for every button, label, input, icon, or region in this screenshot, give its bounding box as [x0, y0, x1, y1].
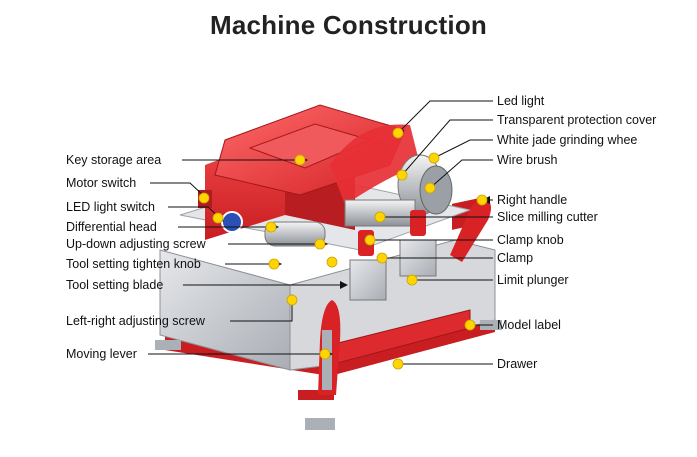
right-clamp-knob-red — [410, 210, 426, 236]
label-led-light-switch: LED light switch — [66, 200, 155, 214]
labels-right: Led light Transparent protection cover W… — [497, 94, 656, 371]
marker-right-handle — [476, 194, 488, 206]
marker-up-down-screw — [314, 238, 326, 250]
marker-milling-cutter — [374, 211, 386, 223]
marker-model-label — [464, 319, 476, 331]
foot-front-plate — [305, 418, 335, 430]
foot-left — [155, 340, 181, 350]
right-handle-shape — [450, 198, 491, 262]
marker-tighten-knob — [268, 258, 280, 270]
label-motor-switch: Motor switch — [66, 176, 136, 190]
labels-left: Key storage area Motor switch LED light … — [66, 153, 207, 361]
label-tool-setting-blade: Tool setting blade — [66, 278, 163, 292]
diagram-title: Machine Construction — [209, 10, 487, 40]
label-up-down-adjusting-screw: Up-down adjusting screw — [66, 237, 207, 251]
marker-key-storage — [294, 154, 306, 166]
label-clamp-knob: Clamp knob — [497, 233, 564, 247]
marker-drawer — [392, 358, 404, 370]
differential-head-body — [264, 221, 326, 247]
label-right-handle: Right handle — [497, 193, 567, 207]
marker-led-switch — [212, 212, 224, 224]
marker-led-light — [392, 127, 404, 139]
left-clamp — [349, 259, 387, 301]
label-slice-milling-cutter: Slice milling cutter — [497, 210, 598, 224]
moving-lever-rod — [322, 330, 332, 390]
label-wire-brush: Wire brush — [497, 153, 557, 167]
marker-protection-cover — [396, 169, 408, 181]
wire-brush — [419, 165, 453, 215]
label-transparent-protection-cover: Transparent protection cover — [497, 113, 656, 127]
foot-front-left — [298, 390, 334, 400]
markers — [198, 127, 488, 370]
label-clamp: Clamp — [497, 251, 533, 265]
callouts-right — [370, 100, 493, 365]
base-trim — [165, 318, 495, 376]
label-tool-setting-tighten-knob: Tool setting tighten knob — [66, 257, 201, 271]
label-white-jade-grinding-wheel: White jade grinding whee — [497, 133, 637, 147]
label-key-storage-area: Key storage area — [66, 153, 161, 167]
marker-left-right-screw — [286, 294, 298, 306]
label-differential-head: Differential head — [66, 220, 157, 234]
marker-tool-blade — [326, 256, 338, 268]
label-moving-lever: Moving lever — [66, 347, 137, 361]
label-limit-plunger: Limit plunger — [497, 273, 569, 287]
led-switch-button — [221, 211, 243, 233]
marker-clamp-knob — [364, 234, 376, 246]
protection-cover — [330, 124, 420, 205]
marker-wire-brush — [424, 182, 436, 194]
label-left-right-adjusting-screw: Left-right adjusting screw — [66, 314, 206, 328]
marker-moving-lever — [319, 348, 331, 360]
machine-illustration — [155, 104, 502, 430]
marker-clamp — [376, 252, 388, 264]
label-model-label: Model label — [497, 318, 561, 332]
marker-grinding-wheel — [428, 152, 440, 164]
label-drawer: Drawer — [497, 357, 537, 371]
marker-differential-head — [265, 221, 277, 233]
marker-limit-plunger — [406, 274, 418, 286]
marker-motor-switch — [198, 192, 210, 204]
label-led-light: Led light — [497, 94, 545, 108]
